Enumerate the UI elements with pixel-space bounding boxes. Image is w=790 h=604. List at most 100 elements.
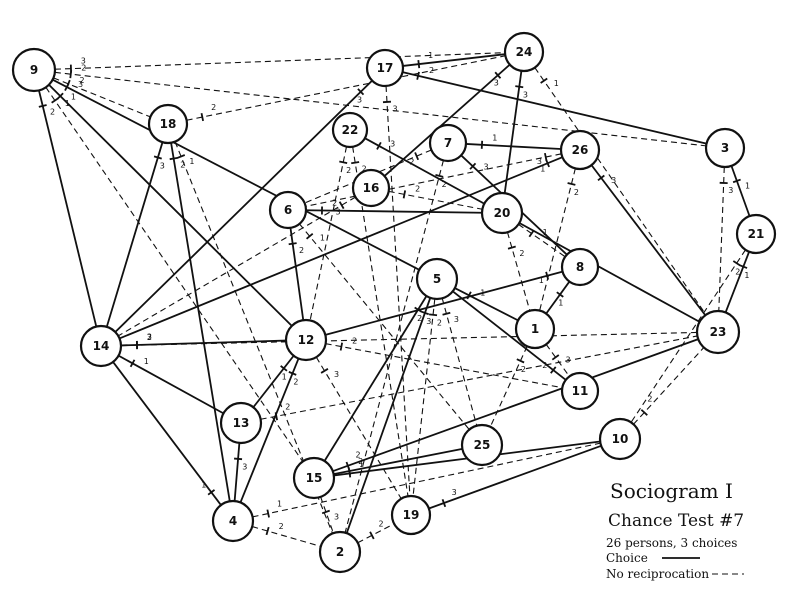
edge-label-15-23: 2: [356, 451, 361, 460]
edge-label-13-4: 3: [242, 462, 247, 471]
edge-label-5-2: 3: [426, 317, 431, 326]
edge-label-12-13: 1: [282, 372, 287, 381]
node-19: 19: [390, 494, 432, 536]
edge-label-7-26: 1: [492, 133, 497, 142]
edge-24-20: [503, 70, 523, 194]
edge-18-4: [170, 142, 231, 502]
edge-label-15-2: 3: [334, 513, 339, 522]
node-circle-8: [560, 247, 600, 287]
edge-label-4-2: 2: [279, 522, 284, 531]
edge-label-7-6: 2: [409, 158, 414, 167]
edge-label-18-2: 1: [189, 157, 194, 166]
edge-26-1: [539, 168, 576, 311]
edge-label-11-5: 2: [542, 361, 547, 370]
node-circle-1: [514, 308, 556, 350]
edge-tick-8-12: [545, 271, 550, 280]
node-label-24: 24: [516, 45, 533, 59]
edge-tick-17-24: [417, 60, 421, 69]
edge-4-14: [112, 361, 222, 506]
edge-tick-4-10: [266, 509, 270, 518]
edge-3-23: [718, 166, 725, 312]
edge-tick-12-4: [288, 371, 297, 376]
edge-12-13: [252, 355, 295, 408]
edge-label-17-14: 3: [357, 95, 362, 104]
edge-label-22-23: 3: [390, 139, 395, 148]
edge-tick-24-16: [494, 71, 502, 79]
edge-tick-9-15: [51, 97, 59, 104]
edge-tick-1-11: [551, 354, 560, 361]
edge-12-11: [325, 343, 563, 389]
node-circle-3: [704, 127, 746, 169]
edge-label-6-20: 2: [332, 199, 337, 208]
edge-tick-13-4: [234, 457, 243, 461]
node-circle-23: [695, 309, 741, 355]
legend-persons-choices: 26 persons, 3 choices: [606, 536, 737, 550]
edge-label-1-11: 3: [565, 355, 570, 364]
edge-label-13-23: 2: [285, 402, 290, 411]
edge-label-18-24: 2: [211, 103, 216, 112]
node-label-14: 14: [93, 339, 110, 353]
edge-label-7-8: 3: [483, 162, 488, 171]
edge-tick-22-23: [376, 141, 382, 150]
node-5: 5: [415, 257, 459, 301]
edge-tick-9-12: [56, 92, 64, 100]
edge-17-24: [402, 53, 506, 67]
legend: Sociogram I Chance Test #7 26 persons, 3…: [606, 479, 744, 581]
edge-label-26-6: 3: [537, 157, 542, 166]
edge-4-2: [252, 526, 321, 547]
edge-13-23: [260, 335, 698, 420]
edge-14-23: [120, 331, 698, 347]
edge-tick-24-20: [515, 85, 524, 89]
edge-tick-17-3: [416, 71, 420, 80]
node-circle-24: [503, 31, 545, 73]
edge-15-25: [333, 447, 463, 476]
node-label-1: 1: [531, 322, 539, 336]
edge-label-5-19: 2: [437, 318, 442, 327]
edge-5-19: [412, 298, 436, 497]
edge-5-15: [323, 295, 428, 462]
edge-9-14: [38, 90, 98, 327]
edge-label-7-2: 2: [442, 180, 447, 189]
edge-tick-9-3: [69, 70, 73, 79]
node-14: 14: [79, 324, 123, 368]
edge-tick-6-25: [305, 232, 314, 240]
edge-15-2: [320, 496, 334, 534]
edge-label-8-12: 1: [539, 276, 544, 285]
edge-label-18-4: 2: [180, 161, 185, 170]
edge-label-16-14: 3: [336, 208, 341, 217]
legend-title: Sociogram I: [610, 479, 733, 503]
edge-label-6-25: 1: [320, 234, 325, 243]
edge-label-9-18: 2: [79, 76, 84, 85]
edge-tick-21-10: [732, 260, 741, 267]
edge-label-9-15: 1: [65, 99, 70, 108]
edge-12-4: [239, 358, 300, 503]
edge-6-12: [289, 227, 305, 321]
edge-9-12: [48, 84, 293, 327]
node-circle-22: [331, 111, 369, 149]
edge-14-12: [120, 339, 287, 347]
node-circle-19: [390, 494, 432, 536]
node-label-11: 11: [572, 384, 589, 398]
node-label-6: 6: [284, 203, 292, 217]
edge-8-1: [545, 281, 571, 315]
node-label-20: 20: [494, 206, 511, 220]
edge-label-22-12: 2: [346, 166, 351, 175]
node-label-18: 18: [160, 117, 177, 131]
edge-label-15-10: 1: [359, 460, 364, 469]
node-22: 22: [331, 111, 369, 149]
edge-15-23: [332, 338, 699, 473]
edge-tick-11-5: [550, 366, 557, 374]
edge-tick-18-14: [153, 155, 162, 160]
edge-tick-10-23: [640, 409, 648, 416]
legend-no-reciprocation-label: No reciprocation: [606, 567, 709, 581]
edge-label-24-23: 1: [554, 79, 559, 88]
edge-label-21-23: 1: [744, 271, 749, 280]
edge-tick-12-13: [280, 365, 288, 372]
node-9: 9: [11, 47, 57, 93]
node-circle-12: [284, 318, 328, 362]
node-label-25: 25: [474, 438, 491, 452]
edge-label-3-21: 1: [745, 182, 750, 191]
node-label-15: 15: [306, 471, 323, 485]
node-circle-2: [318, 530, 362, 574]
node-24: 24: [503, 31, 545, 73]
